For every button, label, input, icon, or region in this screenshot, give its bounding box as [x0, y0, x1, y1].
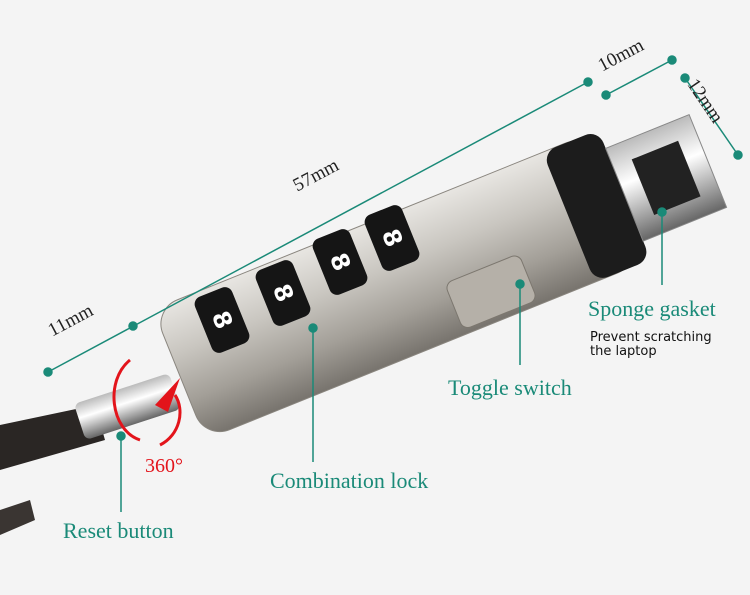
cable: [0, 405, 105, 535]
dial-face: [364, 205, 420, 271]
note-line-2: the laptop: [590, 344, 657, 359]
dial-face: [255, 260, 311, 326]
dial-1[interactable]: 8: [192, 285, 252, 356]
note-line-1: Prevent scratching: [590, 330, 712, 345]
lock-body: [160, 114, 728, 433]
reset-button-sleeve: [75, 374, 180, 439]
dial-2[interactable]: 8: [253, 258, 313, 329]
label-toggle-switch: Toggle switch: [448, 375, 572, 400]
sponge-gasket-note: Prevent scratching the laptop: [590, 331, 712, 359]
callout-lines: [116, 207, 667, 512]
plug-opening: [631, 140, 701, 216]
dial-face: [194, 287, 250, 353]
rotation-arrow-icon: [112, 358, 182, 447]
label-combination-lock: Combination lock: [270, 468, 429, 493]
sponge-gasket: [546, 134, 647, 278]
dial-4[interactable]: 8: [362, 203, 422, 274]
dimension-lines: [43, 55, 743, 377]
label-sponge-gasket: Sponge gasket: [588, 296, 716, 321]
toggle-switch: [446, 255, 536, 329]
rotation-label: 360°: [145, 455, 183, 477]
dial-3[interactable]: 8: [310, 227, 370, 298]
dial-face: [312, 229, 368, 295]
label-reset-button: Reset button: [63, 518, 174, 543]
